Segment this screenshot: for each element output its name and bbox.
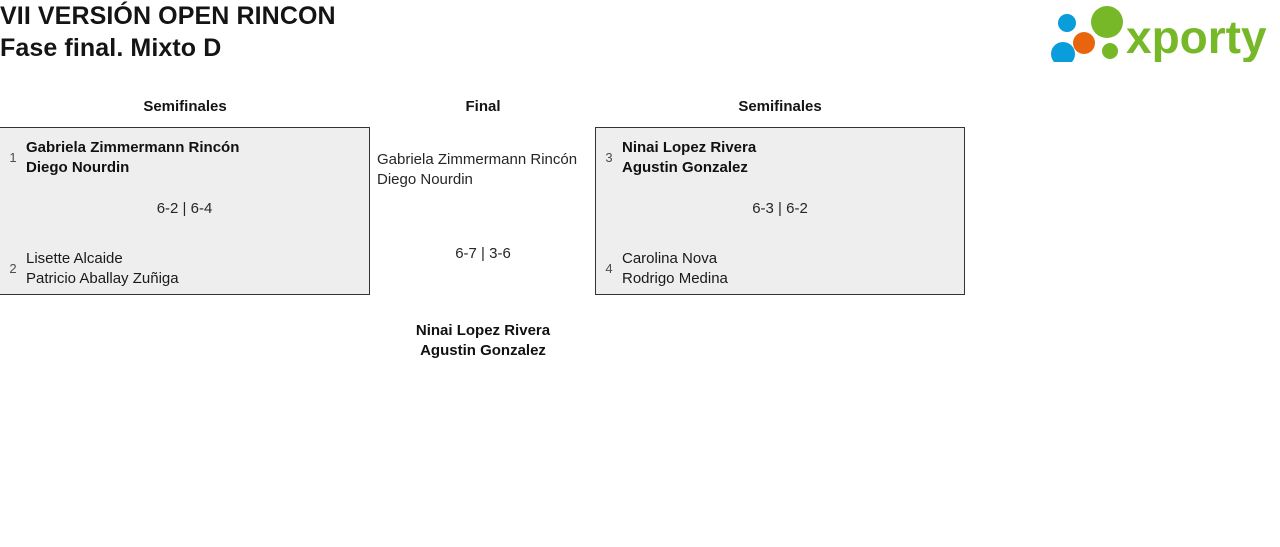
round-heading-semifinals-right: Semifinales: [738, 98, 822, 115]
player-name: Patricio Aballay Zuñiga: [26, 269, 179, 287]
logo-dot-green-large: [1091, 6, 1123, 38]
player-name: Carolina Nova: [622, 250, 718, 267]
logo-dot-blue-large: [1051, 42, 1075, 62]
logo-dot-green-small: [1102, 43, 1118, 59]
seed-number: 3: [605, 150, 613, 165]
player-name: Agustin Gonzalez: [622, 158, 748, 176]
team-row: 2 Lisette Alcaide Patricio Aballay Zuñig…: [0, 249, 369, 288]
team-names: Lisette Alcaide Patricio Aballay Zuñiga: [26, 249, 179, 288]
team-row: 3 Ninai Lopez Rivera Agustin Gonzalez: [596, 138, 964, 177]
team-names: Carolina Nova Rodrigo Medina: [622, 249, 728, 288]
match-score: 6-2 | 6-4: [156, 200, 213, 217]
player-name: Ninai Lopez Rivera: [415, 322, 551, 339]
logo-dot-orange: [1073, 32, 1095, 54]
logo-wordmark: xporty: [1126, 11, 1267, 62]
page-title: VII VERSIÓN OPEN RINCON Fase final. Mixt…: [0, 0, 900, 64]
player-name: Agustin Gonzalez: [420, 341, 546, 359]
xporty-logo[interactable]: xporty: [1048, 6, 1274, 62]
player-name: Diego Nourdin: [26, 158, 130, 176]
tournament-phase: Fase final. Mixto D: [0, 34, 222, 62]
player-name: Rodrigo Medina: [622, 269, 728, 287]
player-name: Lisette Alcaide: [26, 250, 123, 267]
final-score: 6-7 | 3-6: [455, 245, 511, 262]
final-match[interactable]: Gabriela Zimmermann Rincón Diego Nourdin…: [370, 127, 596, 367]
tournament-name: VII VERSIÓN OPEN RINCON: [0, 2, 336, 30]
seed-number: 1: [9, 150, 17, 165]
final-champion-names: Ninai Lopez Rivera Agustin Gonzalez: [370, 321, 596, 360]
player-name: Gabriela Zimmermann Rincón: [377, 151, 578, 168]
team-names: Gabriela Zimmermann Rincón Diego Nourdin: [26, 138, 239, 177]
match-score: 6-3 | 6-2: [752, 200, 808, 217]
seed-number: 4: [605, 261, 613, 276]
team-row: 4 Carolina Nova Rodrigo Medina: [596, 249, 964, 288]
logo-dot-blue-small: [1058, 14, 1076, 32]
match-semifinal-right[interactable]: 3 Ninai Lopez Rivera Agustin Gonzalez 6-…: [595, 127, 965, 295]
player-name: Gabriela Zimmermann Rincón: [26, 139, 240, 156]
round-heading-semifinals-left: Semifinales: [143, 98, 227, 115]
player-name: Diego Nourdin: [377, 170, 473, 188]
team-names: Ninai Lopez Rivera Agustin Gonzalez: [622, 138, 756, 177]
round-heading-final: Final: [465, 98, 501, 115]
team-row: 1 Gabriela Zimmermann Rincón Diego Nourd…: [0, 138, 369, 177]
match-semifinal-left[interactable]: 1 Gabriela Zimmermann Rincón Diego Nourd…: [0, 127, 370, 295]
player-name: Ninai Lopez Rivera: [622, 139, 757, 156]
final-runnerup-names: Gabriela Zimmermann Rincón Diego Nourdin: [377, 150, 577, 189]
seed-number: 2: [9, 261, 17, 276]
